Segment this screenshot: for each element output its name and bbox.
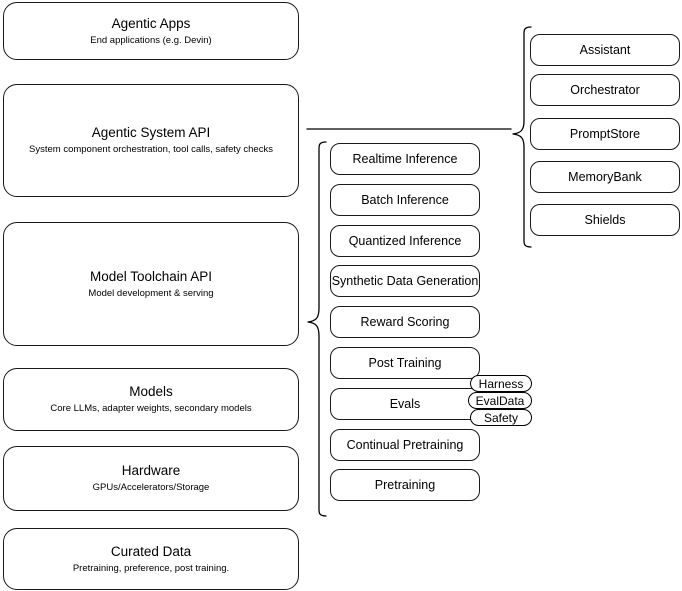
system-component-label: PromptStore [569,126,641,141]
layer-box-hardware[interactable]: Hardware GPUs/Accelerators/Storage [3,446,299,511]
layer-box-agentic-apps[interactable]: Agentic Apps End applications (e.g. Devi… [3,2,299,60]
toolchain-item-label: Post Training [368,355,442,370]
layer-subtitle: System component orchestration, tool cal… [29,144,273,155]
toolchain-item-label: Quantized Inference [348,233,462,248]
toolchain-item-label: Reward Scoring [360,314,450,329]
eval-pill-safety[interactable]: Safety [470,409,532,426]
toolchain-item-continual-pretraining[interactable]: Continual Pretraining [330,429,480,461]
curly-brace-system-components [512,26,532,248]
eval-pill-harness[interactable]: Harness [470,375,532,392]
toolchain-item-quantized-inference[interactable]: Quantized Inference [330,225,480,257]
layer-subtitle: Pretraining, preference, post training. [72,562,230,574]
layer-subtitle: Core LLMs, adapter weights, secondary mo… [50,403,252,414]
system-component-shields[interactable]: Shields [530,204,680,236]
toolchain-item-label: Continual Pretraining [346,437,464,452]
connector-agentic-system-api-to-system-components [306,128,512,130]
toolchain-item-label: Realtime Inference [352,151,458,166]
eval-pill-evaldata[interactable]: EvalData [468,392,532,409]
toolchain-item-label: Synthetic Data Generation [331,273,479,288]
toolchain-item-label: Pretraining [374,477,436,492]
eval-pill-label: Harness [478,376,524,391]
layer-subtitle: Model development & serving [88,287,214,299]
system-component-memorybank[interactable]: MemoryBank [530,161,680,193]
layer-subtitle: End applications (e.g. Devin) [90,34,212,46]
system-component-label: MemoryBank [568,169,642,184]
toolchain-item-label: Evals [389,396,421,411]
layer-title: Model Toolchain API [89,268,213,284]
layer-box-curated-data[interactable]: Curated Data Pretraining, preference, po… [3,528,299,590]
toolchain-item-pretraining[interactable]: Pretraining [330,469,480,501]
layer-subtitle: GPUs/Accelerators/Storage [92,482,210,493]
layer-title: Agentic Apps [111,15,191,31]
system-component-label: Orchestrator [570,82,640,97]
eval-pill-label: EvalData [475,393,525,408]
toolchain-item-realtime-inference[interactable]: Realtime Inference [330,143,480,175]
system-component-orchestrator[interactable]: Orchestrator [530,74,680,106]
layer-box-model-toolchain-api[interactable]: Model Toolchain API Model development & … [3,222,299,346]
toolchain-item-post-training[interactable]: Post Training [330,347,480,379]
layer-box-agentic-system-api[interactable]: Agentic System API System component orch… [3,84,299,197]
system-component-label: Assistant [579,42,631,57]
system-component-assistant[interactable]: Assistant [530,34,680,66]
layer-box-models[interactable]: Models Core LLMs, adapter weights, secon… [3,368,299,431]
toolchain-item-evals[interactable]: Evals [330,388,480,420]
eval-pill-label: Safety [483,410,519,425]
toolchain-item-batch-inference[interactable]: Batch Inference [330,184,480,216]
layer-title: Models [129,384,173,399]
layer-title: Hardware [121,463,181,478]
toolchain-item-label: Batch Inference [361,192,449,207]
layer-title: Agentic System API [91,125,211,140]
toolchain-item-reward-scoring[interactable]: Reward Scoring [330,306,480,338]
system-component-label: Shields [584,212,626,227]
curly-brace-model-toolchain [307,141,327,517]
system-component-promptstore[interactable]: PromptStore [530,118,680,150]
layer-title: Curated Data [110,543,192,559]
toolchain-item-synthetic-data-generation[interactable]: Synthetic Data Generation [330,265,480,297]
